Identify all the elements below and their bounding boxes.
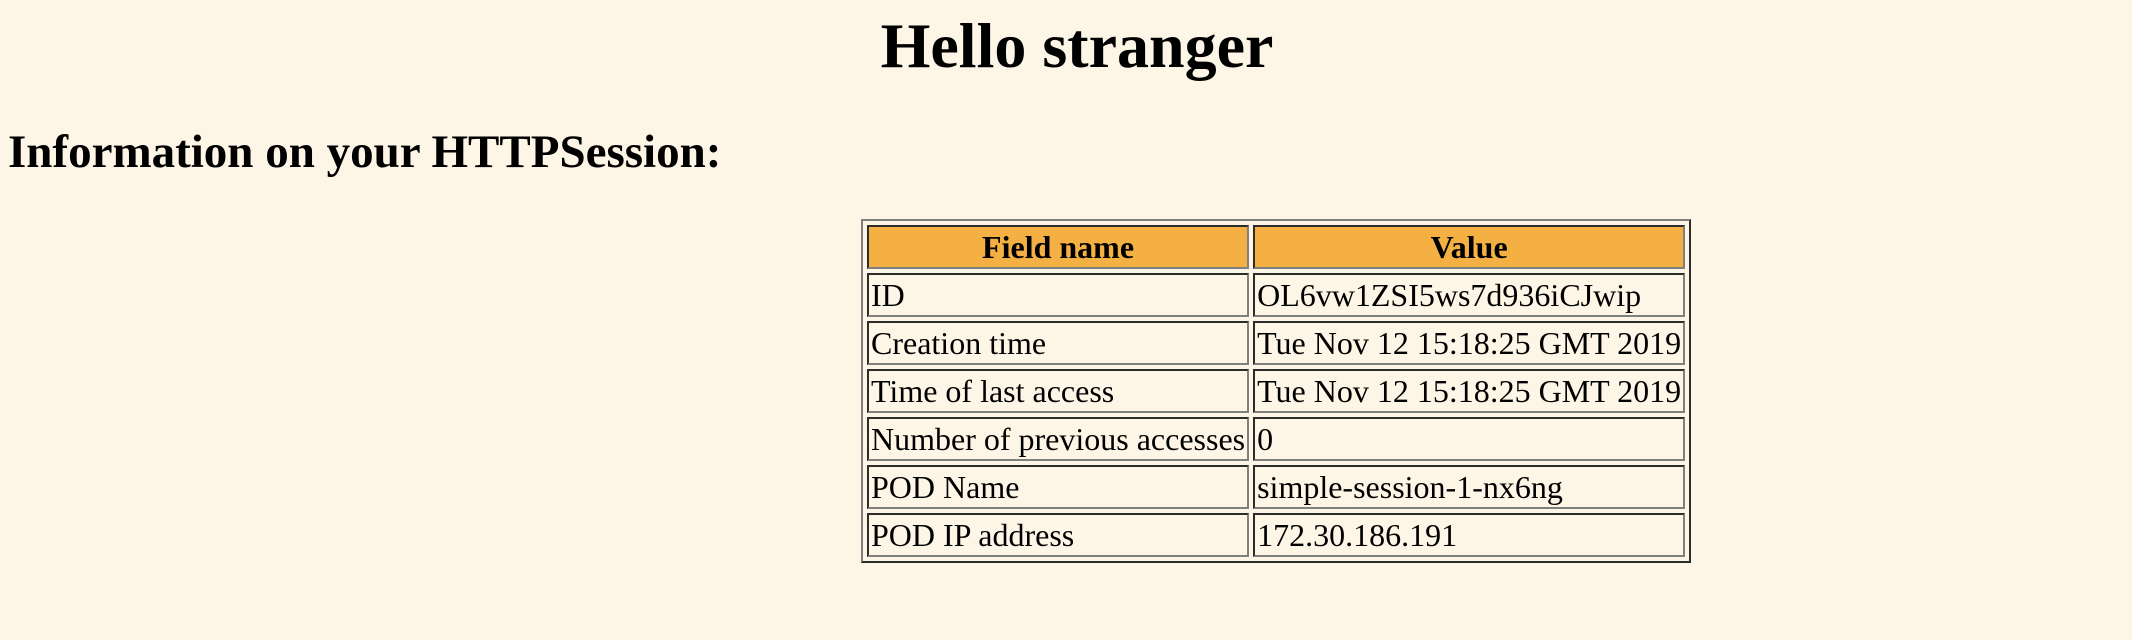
column-header-field-name: Field name: [867, 225, 1250, 269]
value-cell: 0: [1253, 417, 1686, 461]
table-row: ID OL6vw1ZSI5ws7d936iCJwip: [867, 273, 1686, 317]
column-header-value: Value: [1253, 225, 1686, 269]
value-cell: OL6vw1ZSI5ws7d936iCJwip: [1253, 273, 1686, 317]
field-name-cell: Number of previous accesses: [867, 417, 1250, 461]
table-row: POD IP address 172.30.186.191: [867, 513, 1686, 557]
value-cell: Tue Nov 12 15:18:25 GMT 2019: [1253, 321, 1686, 365]
table-row: POD Name simple-session-1-nx6ng: [867, 465, 1686, 509]
session-info-heading: Information on your HTTPSession:: [8, 126, 722, 178]
table-row: Time of last access Tue Nov 12 15:18:25 …: [867, 369, 1686, 413]
field-name-cell: POD IP address: [867, 513, 1250, 557]
field-name-cell: ID: [867, 273, 1250, 317]
field-name-cell: Creation time: [867, 321, 1250, 365]
value-cell: Tue Nov 12 15:18:25 GMT 2019: [1253, 369, 1686, 413]
table-header-row: Field name Value: [867, 225, 1686, 269]
value-cell: 172.30.186.191: [1253, 513, 1686, 557]
table-row: Number of previous accesses 0: [867, 417, 1686, 461]
field-name-cell: POD Name: [867, 465, 1250, 509]
table-row: Creation time Tue Nov 12 15:18:25 GMT 20…: [867, 321, 1686, 365]
field-name-cell: Time of last access: [867, 369, 1250, 413]
value-cell: simple-session-1-nx6ng: [1253, 465, 1686, 509]
session-info-table: Field name Value ID OL6vw1ZSI5ws7d936iCJ…: [861, 219, 1692, 563]
page-title: Hello stranger: [880, 10, 1274, 81]
